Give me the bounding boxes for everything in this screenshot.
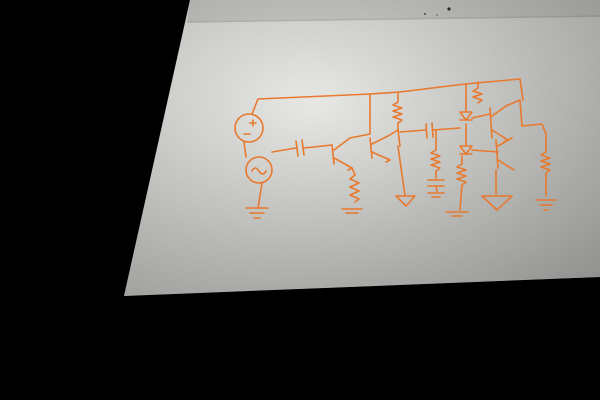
top-rail-wire	[251, 78, 524, 115]
emitter-wire	[351, 167, 356, 176]
ground-middle	[427, 192, 445, 198]
output-feedback-wire	[505, 99, 547, 135]
diode-lower	[459, 123, 473, 155]
dc-source-plus	[249, 119, 257, 127]
ac-source-symbol	[245, 156, 273, 184]
bias-resistor-lower	[456, 155, 467, 211]
left-wire	[243, 141, 263, 209]
ground-output	[535, 199, 557, 211]
interstage-capacitor	[399, 122, 461, 139]
dc-source-symbol	[234, 113, 264, 143]
output-resistor	[540, 133, 551, 197]
transistor-1	[331, 137, 353, 171]
ac-source-wave	[251, 167, 267, 175]
ground-left	[245, 207, 269, 219]
top-right-resistor	[472, 81, 483, 104]
output-transistor-lower	[495, 137, 515, 171]
ground-triangle-1	[395, 145, 416, 207]
whiteboard-vignette	[124, 0, 600, 296]
bias-capacitor-middle	[427, 179, 445, 193]
emitter-resistor	[349, 174, 360, 203]
collector-node-wire	[387, 129, 401, 147]
bias-resistor-middle	[430, 129, 441, 179]
diode-upper	[459, 103, 473, 121]
circuit-drawing	[234, 78, 557, 219]
transistor-1-collector-wire	[349, 93, 371, 139]
diode-to-output-wire	[471, 113, 499, 153]
output-transistor-upper	[489, 105, 509, 143]
ground-triangle-2	[481, 169, 513, 211]
ground-lower	[445, 211, 469, 217]
input-capacitor	[271, 139, 333, 157]
transistor-2	[369, 135, 391, 163]
whiteboard	[124, 0, 600, 296]
ground-emitter	[341, 208, 363, 214]
collector-resistor	[392, 92, 403, 131]
